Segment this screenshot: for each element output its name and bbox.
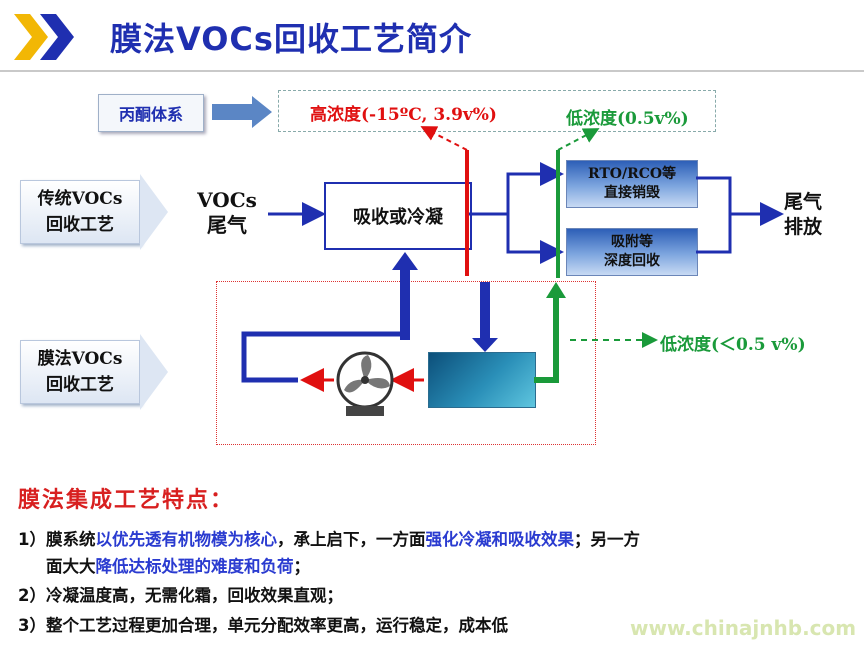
membrane-module-icon: [428, 352, 536, 408]
feature-1-part-a: 1）膜系统: [18, 530, 96, 549]
feature-1-highlight-core: 以优先透有机物模为核心: [95, 530, 277, 549]
title-divider: [0, 70, 864, 72]
rto-rco-unit: RTO/RCO等 直接销毁: [566, 160, 698, 208]
feature-1-part-f: 面大大: [46, 557, 96, 576]
fan-icon: [336, 351, 394, 416]
feature-line-1: 1）膜系统以优先透有机物模为核心，承上启下，一方面强化冷凝和吸收效果；另一方: [18, 526, 640, 553]
feature-1-part-c: ，承上启下，一方面: [276, 530, 426, 549]
double-chevron-logo-icon: [14, 14, 74, 60]
feature-1-part-e: ；另一方: [573, 530, 640, 549]
acetone-system-label: 丙酮体系: [98, 94, 204, 132]
membrane-chevron: [140, 334, 168, 410]
adsorption-unit: 吸附等 深度回收: [566, 228, 698, 276]
concentration-box: [278, 90, 716, 132]
feature-line-1-cont: 面大大降低达标处理的难度和负荷；: [46, 553, 310, 580]
low-concentration-label: 低浓度(0.5v%): [566, 109, 689, 129]
feature-1-highlight-enhance: 强化冷凝和吸收效果: [425, 530, 574, 549]
page-title: 膜法VOCs回收工艺简介: [110, 20, 472, 58]
voc-inlet-label: VOCs 尾气: [197, 188, 257, 237]
absorption-condensation-unit: 吸收或冷凝: [324, 182, 472, 250]
feature-line-2: 2）冷凝温度高，无需化霜，回收效果直观；: [18, 586, 343, 605]
exhaust-label: 尾气 排放: [784, 191, 823, 238]
feature-line-3: 3）整个工艺过程更加合理，单元分配效率更高，运行稳定，成本低: [18, 616, 508, 635]
high-concentration-label: 高浓度(-15ºC, 3.9v%): [310, 105, 497, 125]
watermark: www.chinajnhb.com: [630, 616, 857, 640]
features-title: 膜法集成工艺特点：: [18, 487, 235, 513]
traditional-process-label: 传统VOCs 回收工艺: [20, 180, 140, 244]
low-concentration-output-label: 低浓度(＜0.5 v%): [660, 335, 806, 355]
feature-1-highlight-reduce: 降低达标处理的难度和负荷: [95, 557, 294, 576]
traditional-chevron: [140, 174, 168, 250]
membrane-process-label: 膜法VOCs 回收工艺: [20, 340, 140, 404]
feature-1-part-h: ；: [293, 557, 311, 576]
flow-diagram: [212, 96, 784, 416]
acetone-arrow: [212, 96, 272, 128]
